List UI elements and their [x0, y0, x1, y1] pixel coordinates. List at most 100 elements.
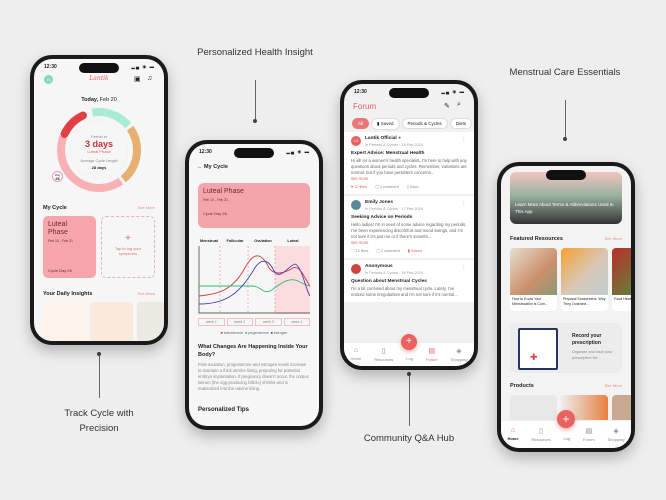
post-title: Question about Menstrual Cycles — [351, 279, 427, 284]
forum-post[interactable]: LO Lantik Official ● In Periods & Cycles… — [344, 132, 474, 194]
ring-segment-menstrual — [57, 108, 141, 192]
like-button[interactable]: ♥ 12 likes — [351, 185, 368, 189]
legend-item: estrogen — [273, 331, 288, 335]
resource-card[interactable]: Physical Sunscreens: Why They Outshine..… — [561, 248, 608, 311]
cycle-day: Cycle Day 26 — [203, 211, 227, 216]
book-icon: ▯ — [381, 348, 386, 355]
edit-icon[interactable]: ✎ — [444, 103, 450, 110]
comment-button[interactable]: ▢ 2 comment — [376, 249, 400, 253]
insight-card[interactable] — [137, 302, 164, 341]
add-button[interactable]: + — [557, 410, 575, 428]
comment-button[interactable]: ▢ 2 comment — [375, 185, 399, 189]
like-button[interactable]: ♡ 12 likes — [351, 249, 369, 253]
chat-icon: ▤ — [428, 348, 436, 355]
app-logo: Lantik — [89, 75, 109, 82]
forum-title: Forum — [353, 102, 377, 111]
see-more-link[interactable]: See More — [137, 291, 155, 296]
connector-line — [409, 376, 410, 426]
post-title: Seeking Advice on Periods — [351, 215, 413, 220]
chip-periods[interactable]: Periods & Cycles — [401, 118, 448, 129]
avatar — [351, 264, 361, 274]
nav-forum[interactable]: ▤Forum — [583, 428, 595, 442]
more-options-icon[interactable]: ⋮ — [461, 264, 466, 269]
search-icon[interactable]: ⌕ — [457, 101, 461, 108]
ring-segment-luteal — [57, 108, 141, 192]
phase-label: Ovulation — [254, 239, 272, 243]
resource-card[interactable]: Food Healt... — [612, 248, 631, 311]
more-options-icon[interactable]: ⋮ — [461, 200, 466, 205]
hormone-chart — [198, 246, 310, 314]
add-button[interactable]: + — [401, 334, 417, 350]
connector-line — [565, 100, 566, 138]
log-symptoms-card[interactable]: + Tap to log your symptoms — [101, 216, 155, 278]
axis — [198, 246, 310, 314]
forum-post[interactable]: Emily Jones In Periods & Cycles · 17 Feb… — [344, 196, 474, 258]
chip-saved[interactable]: ▮ Saved — [371, 118, 400, 130]
prescription-title: Record your prescription — [572, 333, 602, 346]
nav-resources[interactable]: ▯Resources — [531, 428, 551, 442]
insight-card[interactable] — [43, 302, 86, 341]
post-author: Lantik Official ● — [365, 136, 401, 141]
calendar-icon[interactable]: ▣ — [134, 76, 141, 83]
phone-care: Learn More About Terms & Abbreviations U… — [497, 162, 635, 452]
post-title: Expert Advice: Menstrual Health — [351, 151, 425, 156]
resource-title: How to Know Your Menstruation is Com... — [512, 297, 548, 306]
phase-label: Follicular — [226, 239, 244, 243]
insight-card[interactable] — [90, 302, 133, 341]
resource-title: Food Healt... — [614, 297, 631, 301]
estrogen-line — [198, 260, 310, 305]
avatar[interactable]: H — [44, 75, 53, 84]
featured-heading: Featured Resources — [510, 236, 563, 242]
chip-all[interactable]: All — [352, 118, 370, 129]
terms-banner[interactable]: Learn More About Terms & Abbreviations U… — [510, 172, 622, 224]
avatar — [351, 200, 361, 210]
saved-button[interactable]: ▮ Saved — [407, 249, 422, 253]
see-more-link[interactable]: See More — [137, 205, 155, 210]
phase-dates: Feb 10 - Feb 21 — [203, 198, 228, 202]
plus-icon: + — [125, 233, 131, 244]
post-body: Hello ladies! I'm in need of some advice… — [351, 222, 467, 239]
nav-shopping[interactable]: ◈Shopping — [607, 428, 625, 442]
see-more-link[interactable]: See More — [604, 236, 622, 241]
chip-diets[interactable]: Diets — [449, 118, 473, 129]
bell-icon[interactable]: ♫ — [147, 75, 153, 82]
nav-shopping[interactable]: ◈Shopping — [450, 348, 468, 362]
post-meta: In Periods & Cycles · 16 Feb 2024 — [365, 271, 423, 275]
nav-log[interactable]: Log — [563, 436, 571, 441]
connector-dot — [97, 352, 101, 356]
more-options-icon[interactable]: ⋮ — [461, 136, 466, 141]
see-more-link[interactable]: See More — [604, 383, 622, 388]
signal-wifi-battery-icon: ▂▄ ◉ ▬ — [286, 149, 310, 154]
forum-post[interactable]: Anonymous In Periods & Cycles · 16 Feb 2… — [344, 260, 474, 302]
phase-label: Menstrual — [200, 239, 218, 243]
prescription-card[interactable]: ✚ Record your prescription Organize and … — [510, 323, 622, 373]
nav-resources[interactable]: ▯Resources — [374, 348, 394, 362]
save-button[interactable]: ▯ Save — [406, 185, 419, 189]
legend-item: testosterone — [223, 331, 243, 335]
week-label: week 2 — [226, 318, 253, 326]
home-icon: ⌂ — [353, 347, 358, 354]
see-more-link[interactable]: see more — [351, 176, 369, 181]
connector-dot — [253, 119, 257, 123]
post-body: I'm a bit confused about my menstrual cy… — [351, 286, 458, 297]
cycle-ring — [57, 107, 141, 192]
nav-log[interactable]: Log — [406, 356, 413, 361]
see-more-link[interactable]: see more — [351, 240, 369, 245]
products-heading: Products — [510, 383, 534, 389]
page-title: My Cycle — [204, 164, 228, 170]
avatar: LO — [351, 136, 361, 146]
product-card[interactable] — [612, 395, 631, 425]
post-author: Emily Jones — [365, 200, 393, 205]
phase-label: Luteal Phase — [87, 149, 111, 154]
resource-card[interactable]: How to Know Your Menstruation is Com... — [510, 248, 557, 311]
caption-forum: Community Q&A Hub — [363, 433, 455, 444]
testosterone-line — [198, 255, 310, 297]
luteal-phase-card[interactable]: Luteal Phase Feb 10 - Feb 21 Cycle Day 2… — [43, 216, 96, 278]
nav-home[interactable]: ⌂Home — [350, 347, 362, 361]
my-cycle-heading: My Cycle — [43, 205, 67, 211]
back-arrow-icon[interactable]: ← — [197, 164, 203, 170]
nav-home[interactable]: ⌂Home — [507, 427, 519, 441]
nav-forum[interactable]: ▤Forum — [425, 348, 438, 362]
